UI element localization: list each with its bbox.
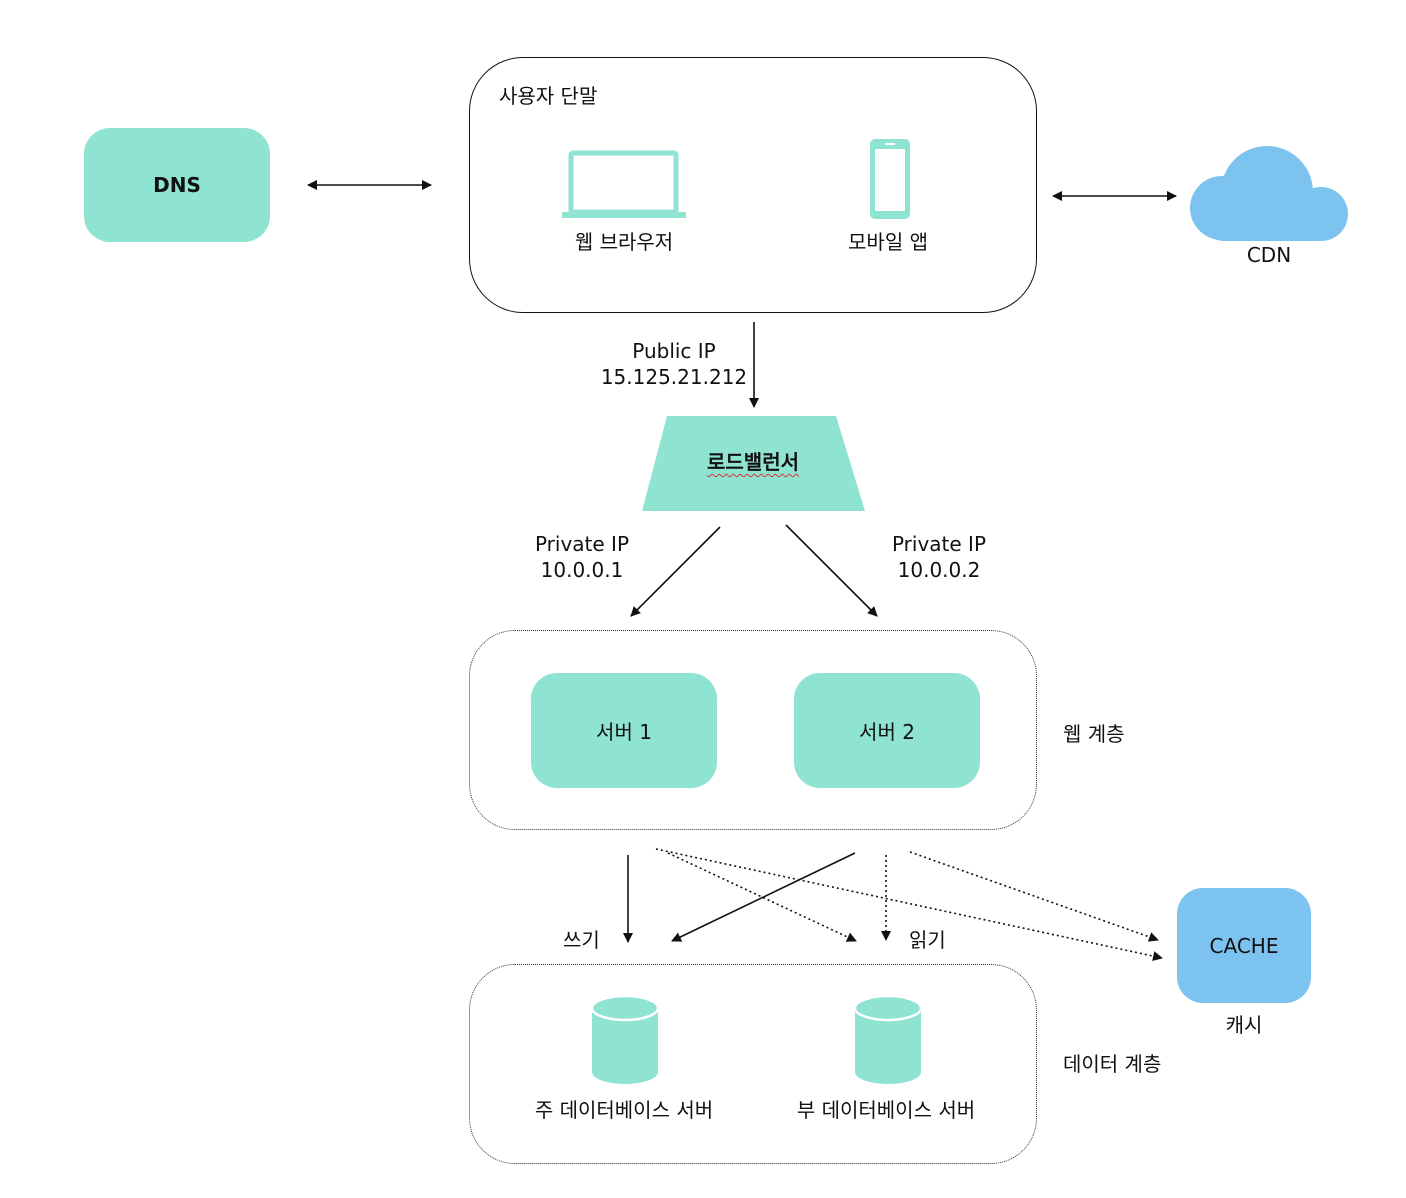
server-2-label: 서버 2	[859, 720, 915, 744]
private-ip-1-value: 10.0.0.1	[540, 558, 624, 582]
user-devices-panel	[469, 57, 1037, 313]
primary-database-icon	[590, 994, 660, 1084]
server1-cache-arrow	[655, 848, 1163, 961]
private-ip-1-title: Private IP	[534, 532, 630, 556]
cloud-icon	[1190, 146, 1348, 241]
cdn-label: CDN	[1246, 243, 1292, 267]
smartphone-icon	[870, 139, 910, 219]
server-1-node: 서버 1	[531, 673, 717, 788]
dns-label: DNS	[153, 173, 201, 197]
mobile-app-label: 모바일 앱	[848, 230, 928, 254]
load-balancer-shape	[642, 416, 865, 511]
load-balancer-text: 로드밸런서	[707, 450, 799, 474]
data-tier-panel	[469, 964, 1037, 1164]
write-label: 쓰기	[563, 928, 600, 952]
private-ip-2-value: 10.0.0.2	[897, 558, 981, 582]
primary-db-text: 주 데이터베이스 서버	[534, 1098, 714, 1122]
web-browser-label: 웹 브라우저	[574, 230, 674, 254]
public-ip-title: Public IP	[632, 339, 716, 363]
cache-caption: 캐시	[1225, 1013, 1263, 1037]
web-tier-label: 웹 계층	[1063, 722, 1125, 746]
cache-node: CACHE	[1177, 888, 1311, 1003]
lb-to-server2-arrow	[785, 524, 878, 617]
secondary-database-icon	[853, 994, 923, 1084]
laptop-icon	[562, 150, 686, 218]
user-devices-title: 사용자 단말	[499, 84, 598, 108]
public-ip-value: 15.125.21.212	[600, 365, 748, 389]
lb-to-server1-arrow	[630, 526, 721, 617]
load-balancer-label: 로드밸런서	[653, 449, 853, 475]
data-tier-label: 데이터 계층	[1063, 1052, 1162, 1076]
private-ip-2-title: Private IP	[891, 532, 987, 556]
server-1-label: 서버 1	[596, 720, 652, 744]
dns-node: DNS	[84, 128, 270, 242]
secondary-db-label: 부 데이터베이스 서버	[796, 1098, 976, 1122]
read-label: 읽기	[909, 928, 946, 952]
cache-label: CACHE	[1209, 933, 1279, 958]
server2-cache-arrow	[909, 851, 1159, 942]
primary-db-label: 주 데이터베이스 서버	[504, 1097, 744, 1123]
server-2-node: 서버 2	[794, 673, 980, 788]
